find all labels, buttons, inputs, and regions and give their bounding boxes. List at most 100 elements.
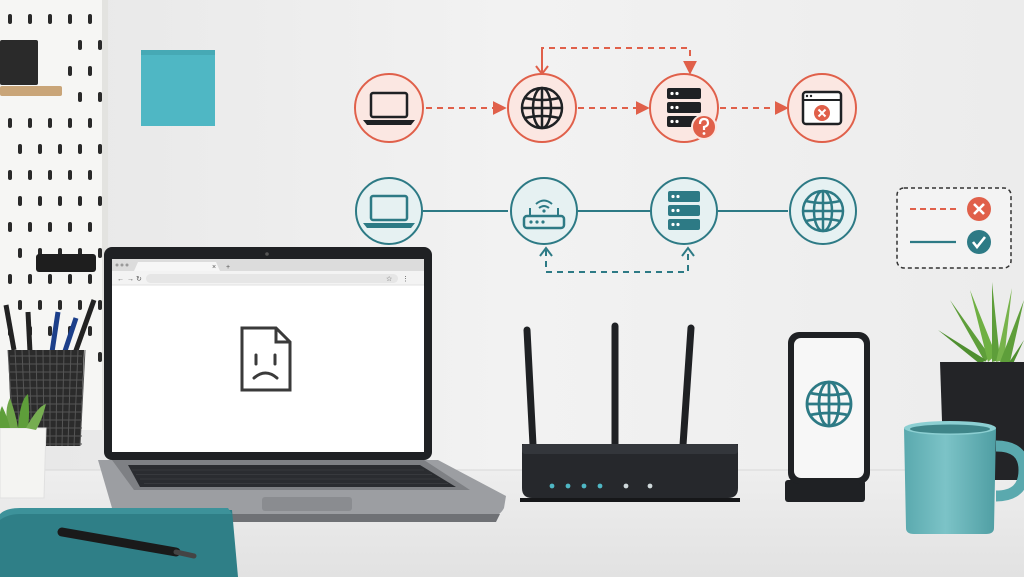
browser-error-icon — [801, 90, 843, 126]
reload-icon[interactable]: ↻ — [136, 276, 142, 283]
peg-hole — [88, 170, 92, 180]
wood-shelf — [0, 86, 62, 96]
peg-hole — [68, 170, 72, 180]
peg-hole — [88, 326, 92, 336]
menu-dots-icon[interactable]: ⋮ — [402, 276, 409, 283]
smartphone — [785, 332, 870, 502]
status-led — [549, 483, 555, 489]
peg-hole — [88, 118, 92, 128]
pegboard-hook — [36, 254, 96, 272]
status-led — [647, 483, 653, 489]
peg-hole — [88, 222, 92, 232]
peg-hole — [28, 170, 32, 180]
status-led — [597, 483, 603, 489]
laptop-keyboard — [128, 465, 456, 487]
peg-hole — [38, 144, 42, 154]
trackpad — [262, 497, 352, 511]
peg-hole — [58, 300, 62, 310]
address-bar[interactable] — [146, 274, 398, 283]
new-tab-icon[interactable]: + — [226, 264, 230, 271]
server-question-icon — [667, 88, 717, 140]
failed-path-diagram — [354, 47, 857, 143]
peg-hole — [38, 196, 42, 206]
peg-hole — [78, 40, 82, 50]
phone-stand — [785, 480, 865, 502]
globe-icon — [801, 189, 845, 233]
peg-hole — [18, 300, 22, 310]
peg-hole — [68, 222, 72, 232]
peg-hole — [78, 144, 82, 154]
peg-hole — [48, 222, 52, 232]
globe-icon — [520, 86, 564, 130]
peg-hole — [98, 144, 102, 154]
peg-hole — [8, 14, 12, 24]
peg-hole — [78, 92, 82, 102]
peg-hole — [38, 300, 42, 310]
peg-hole — [68, 66, 72, 76]
router-antenna — [679, 324, 695, 449]
peg-hole — [88, 274, 92, 284]
peg-hole — [8, 274, 12, 284]
peg-hole — [48, 326, 52, 336]
laptop-icon — [363, 194, 415, 228]
peg-hole — [18, 196, 22, 206]
peg-hole — [28, 14, 32, 24]
wifi-router — [520, 322, 740, 502]
failed-node-laptop — [354, 73, 424, 143]
bookmark-icon[interactable]: ☆ — [386, 275, 392, 283]
close-tab-icon[interactable]: × — [212, 264, 216, 271]
storage-box — [0, 40, 38, 85]
peg-hole — [98, 40, 102, 50]
check-icon — [967, 230, 991, 254]
peg-hole — [8, 118, 12, 128]
pen — [57, 527, 181, 557]
peg-hole — [18, 248, 22, 258]
peg-hole — [48, 170, 52, 180]
peg-hole — [78, 300, 82, 310]
peg-hole — [98, 300, 102, 310]
peg-hole — [68, 274, 72, 284]
peg-hole — [8, 222, 12, 232]
peg-hole — [98, 196, 102, 206]
laptop: × + ← → ↻ ☆ ⋮ — [98, 247, 506, 522]
laptop-icon — [363, 91, 415, 125]
peg-hole — [58, 196, 62, 206]
router-antenna — [523, 326, 537, 449]
x-icon — [967, 197, 991, 221]
peg-hole — [8, 170, 12, 180]
peg-hole — [18, 144, 22, 154]
status-led — [565, 483, 571, 489]
succulent-plant — [0, 394, 47, 499]
peg-hole — [88, 66, 92, 76]
peg-hole — [88, 14, 92, 24]
peg-hole — [48, 118, 52, 128]
laptop-screen — [112, 259, 424, 452]
back-icon[interactable]: ← — [117, 276, 124, 283]
coffee-mug — [904, 421, 1024, 534]
sticky-note — [141, 50, 215, 126]
working-path-diagram — [355, 177, 857, 273]
peg-hole — [98, 248, 102, 258]
peg-hole — [58, 144, 62, 154]
peg-hole — [48, 14, 52, 24]
browser-window: × + ← → ↻ ☆ ⋮ — [112, 259, 424, 392]
peg-hole — [78, 196, 82, 206]
peg-hole — [68, 118, 72, 128]
server-icon — [668, 191, 700, 230]
forward-icon[interactable]: → — [127, 276, 134, 283]
globe-icon — [805, 380, 853, 428]
status-led — [623, 483, 629, 489]
browser-tab[interactable] — [134, 262, 220, 271]
peg-hole — [98, 92, 102, 102]
sad-document-icon — [240, 326, 292, 392]
peg-hole — [48, 274, 52, 284]
peg-hole — [68, 14, 72, 24]
peg-hole — [28, 274, 32, 284]
peg-hole — [28, 118, 32, 128]
notebook — [0, 508, 238, 577]
status-led — [581, 483, 587, 489]
diagram-legend — [896, 187, 1012, 269]
peg-hole — [28, 222, 32, 232]
